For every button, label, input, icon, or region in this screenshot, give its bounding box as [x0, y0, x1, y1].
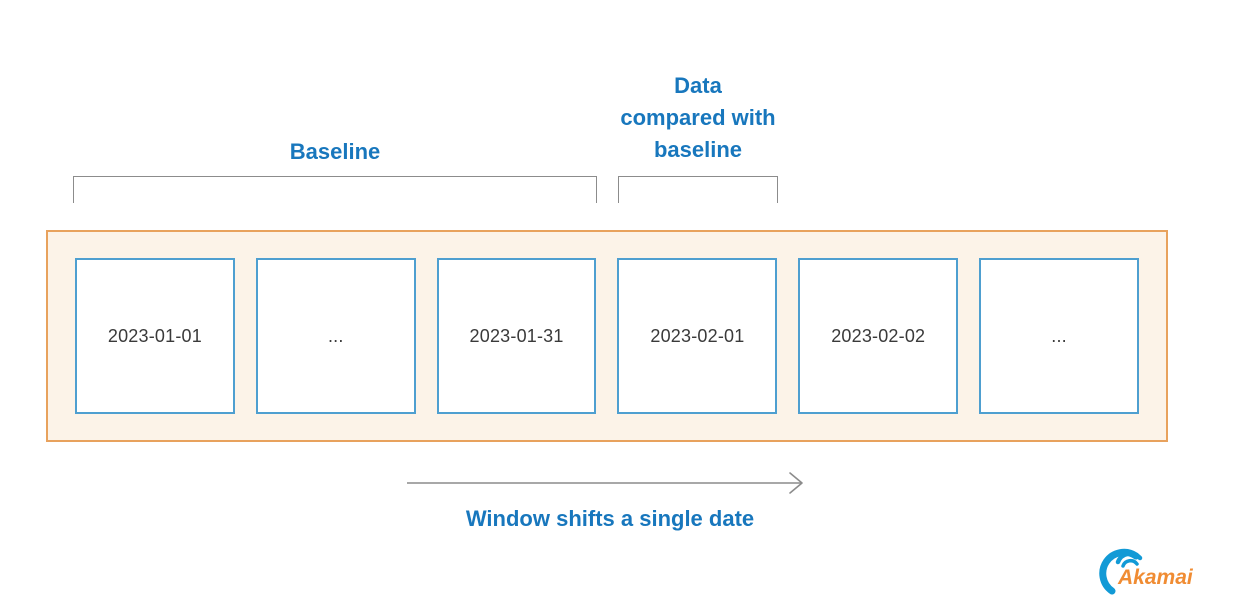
compared-label-line-3: baseline [653, 137, 743, 162]
date-box-3: 2023-01-31 [436, 258, 597, 414]
akamai-logo-text: Akamai [1117, 566, 1194, 589]
date-box-1: 2023-01-01 [75, 258, 235, 414]
akamai-logo: Akamai [1099, 548, 1194, 595]
akamai-wave-icon [1099, 548, 1143, 595]
baseline-label: Baseline [289, 139, 381, 164]
compared-bracket [618, 176, 778, 203]
date-box-6-ellipsis: ... [979, 258, 1139, 414]
shift-right-arrow-icon [407, 472, 803, 494]
date-box-5: 2023-02-02 [798, 258, 959, 414]
compared-with-baseline-label: Data compared with baseline [598, 70, 798, 166]
window-shift-caption: Window shifts a single date [465, 506, 755, 531]
sliding-window-container: 2023-01-01 ... 2023-01-31 2023-02-01 202… [46, 230, 1168, 442]
compared-label-line-2: compared with [620, 105, 776, 130]
baseline-bracket [73, 176, 597, 203]
date-box-4: 2023-02-01 [617, 258, 778, 414]
date-box-2-ellipsis: ... [255, 258, 416, 414]
compared-label-line-1: Data [674, 73, 722, 98]
